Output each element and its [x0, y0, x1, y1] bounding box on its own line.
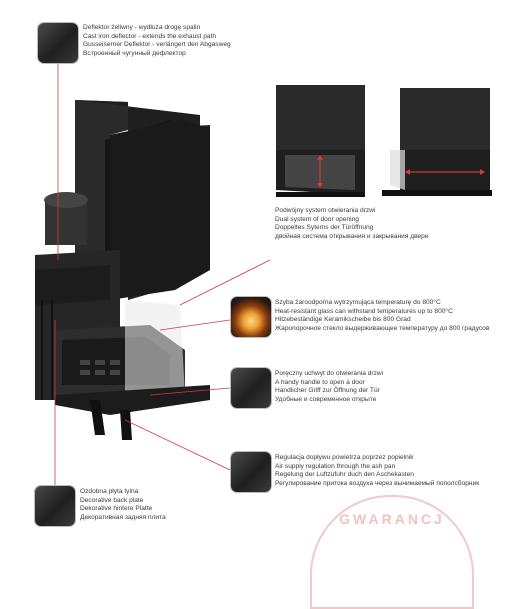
caption-line: Встроенный чугунный дефлектор: [83, 49, 186, 57]
caption-line: Heat-resistant glass can withstand tempe…: [275, 307, 453, 315]
caption-line: двойная система открывания и закрывания …: [275, 232, 429, 240]
backplate-caption: Ozdobna płyta tylna Decorative back plat…: [80, 488, 166, 522]
caption-line: Декоративная задняя плита: [80, 513, 166, 521]
glass-thumb: [231, 297, 271, 337]
deflector-thumb: [38, 23, 78, 63]
product-sheet: Deflektor żeliwny - wydłuża drogę spalin…: [35, 23, 492, 609]
fireplace-illustration: [35, 48, 492, 485]
caption-line: Air supply regulation through the ash pa…: [275, 462, 396, 470]
caption-line: Dual system of door opening: [275, 215, 359, 223]
stamp-text: GWARANCJ: [339, 511, 445, 527]
caption-line: Szyba żaroodporna wytrzymująca temperatu…: [275, 299, 441, 306]
warranty-stamp: GWARANCJ: [310, 495, 474, 609]
air-caption: Regulacja dopływu powietrza poprzez popi…: [275, 454, 479, 488]
caption-line: A handy handle to open a door: [275, 378, 365, 386]
caption-line: Dekorative hintere Platte: [80, 505, 153, 513]
caption-line: Decorative back plate: [80, 496, 144, 504]
caption-line: Podwójny system otwierania drzwi: [275, 207, 376, 214]
caption-line: Regelung der Luftzufuhr duch den Ascheka…: [275, 471, 414, 479]
caption-line: Regulacja dopływu powietrza poprzez popi…: [275, 454, 414, 461]
caption-line: Gusseiserner Deflektor - verlängert den …: [83, 41, 231, 49]
caption-line: Регулирование притока воздуха через выни…: [275, 479, 480, 487]
caption-line: Ozdobna płyta tylna: [80, 488, 139, 495]
caption-line: Hitzebeständige Keramikscheibe bis 800 G…: [275, 316, 411, 324]
handle-thumb: [231, 368, 271, 408]
caption-line: Deflektor żeliwny - wydłuża drogę spalin: [83, 24, 201, 31]
handle-caption: Poręczny uchwyt do otwierania drzwi A ha…: [275, 370, 383, 404]
caption-line: Poręczny uchwyt do otwierania drzwi: [275, 370, 384, 377]
caption-line: Удобные и современное открыте: [275, 395, 377, 403]
caption-line: Doppeltes Sytems der Türöffnung: [275, 224, 374, 232]
caption-line: Жаропорочное стекло выдерживающее темпер…: [275, 324, 490, 332]
backplate-thumb: [35, 486, 75, 526]
air-thumb: [231, 452, 271, 492]
glass-caption: Szyba żaroodporna wytrzymująca temperatu…: [275, 299, 489, 333]
deflector-caption: Deflektor żeliwny - wydłuża drogę spalin…: [83, 24, 231, 58]
caption-line: Cast iron deflector - extends the exhaus…: [83, 32, 217, 40]
caption-line: Handlicher Griff zur Öffnung der Tür: [275, 387, 380, 395]
doors-caption: Podwójny system otwierania drzwi Dual sy…: [275, 207, 429, 241]
